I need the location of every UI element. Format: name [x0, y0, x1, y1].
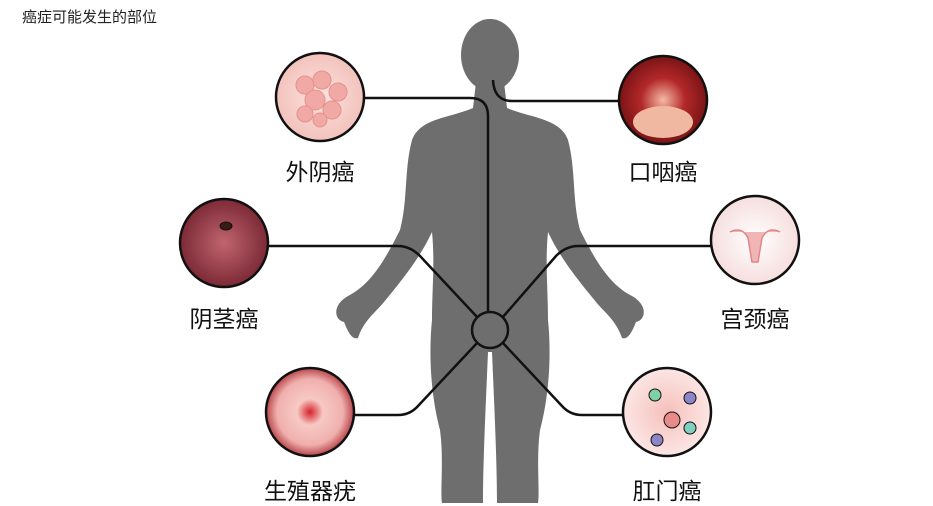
line-oropharyngeal: [491, 79, 620, 103]
vulvar-tissue-image: [274, 51, 366, 143]
line-vulvar: [364, 96, 490, 312]
pelvic-region-marker: [470, 310, 510, 350]
label-penile-cancer: 阴茎癌: [189, 307, 259, 333]
line-anal: [501, 341, 623, 417]
diagram-title: 癌症可能发生的部位: [22, 8, 158, 26]
label-genital-warts: 生殖器疣: [264, 479, 356, 505]
anal-tissue-image: [621, 366, 713, 458]
line-genital-warts: [354, 341, 479, 417]
connector-lines: [268, 79, 711, 417]
line-penile: [268, 244, 479, 319]
label-vulvar-cancer: 外阴癌: [285, 160, 355, 186]
oropharyngeal-tissue-image: [617, 54, 709, 146]
human-body-silhouette: [336, 19, 644, 503]
genital-warts-tissue-image: [264, 366, 356, 458]
penile-tissue-image: [178, 197, 270, 289]
cervical-tissue-image: [709, 194, 801, 286]
label-cervical-cancer: 宫颈癌: [720, 307, 790, 333]
line-cervical: [501, 244, 711, 319]
label-oropharyngeal-cancer: 口咽癌: [628, 160, 698, 186]
label-anal-cancer: 肛门癌: [632, 479, 702, 505]
